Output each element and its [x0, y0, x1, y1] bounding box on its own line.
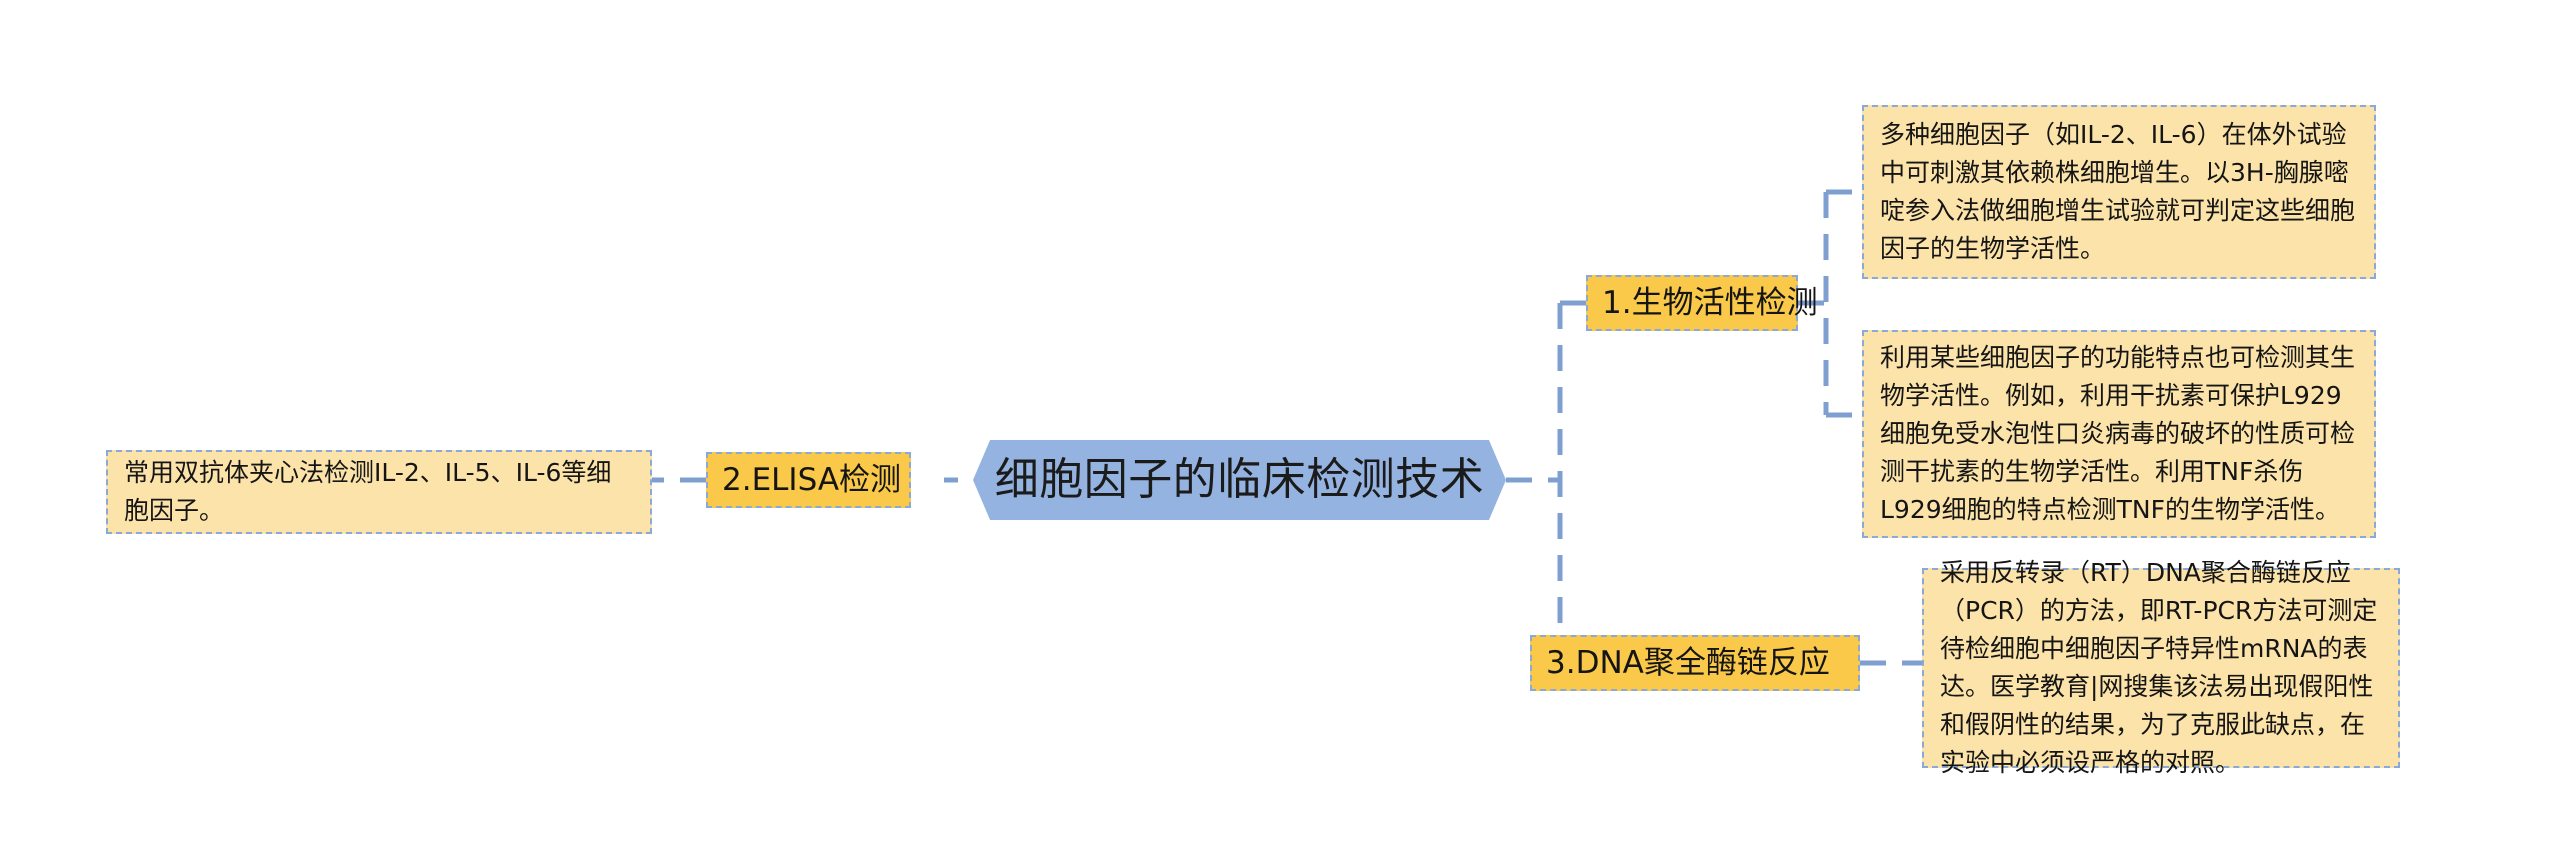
note-box-3-1-label: 采用反转录（RT）DNA聚合酶链反应（PCR）的方法，即RT-PCR方法可测定待… [1940, 558, 2378, 777]
note-box-2-1-label: 常用双抗体夹心法检测IL-2、IL-5、IL-6等细胞因子。 [124, 458, 612, 525]
note-box-1-1[interactable]: 多种细胞因子（如IL-2、IL-6）在体外试验中可刺激其依赖株细胞增生。以3H-… [1862, 105, 2376, 279]
center-node[interactable]: 细胞因子的临床检测技术 [973, 440, 1506, 520]
branch-node-2[interactable]: 2.ELISA检测 [706, 452, 911, 508]
branch-node-2-label: 2.ELISA检测 [722, 461, 902, 498]
branch-node-1-label: 1.生物活性检测 [1602, 284, 1818, 321]
note-box-1-2[interactable]: 利用某些细胞因子的功能特点也可检测其生物学活性。例如，利用干扰素可保护L929细… [1862, 330, 2376, 538]
note-box-1-1-label: 多种细胞因子（如IL-2、IL-6）在体外试验中可刺激其依赖株细胞增生。以3H-… [1880, 120, 2356, 263]
note-box-1-2-label: 利用某些细胞因子的功能特点也可检测其生物学活性。例如，利用干扰素可保护L929细… [1880, 343, 2356, 524]
note-box-2-1[interactable]: 常用双抗体夹心法检测IL-2、IL-5、IL-6等细胞因子。 [106, 450, 652, 534]
branch-node-3-label: 3.DNA聚全酶链反应 [1546, 644, 1830, 681]
center-node-label: 细胞因子的临床检测技术 [994, 454, 1485, 505]
branch-node-1[interactable]: 1.生物活性检测 [1586, 275, 1818, 331]
note-box-3-1[interactable]: 采用反转录（RT）DNA聚合酶链反应（PCR）的方法，即RT-PCR方法可测定待… [1922, 558, 2400, 777]
branch-node-3[interactable]: 3.DNA聚全酶链反应 [1530, 635, 1860, 691]
